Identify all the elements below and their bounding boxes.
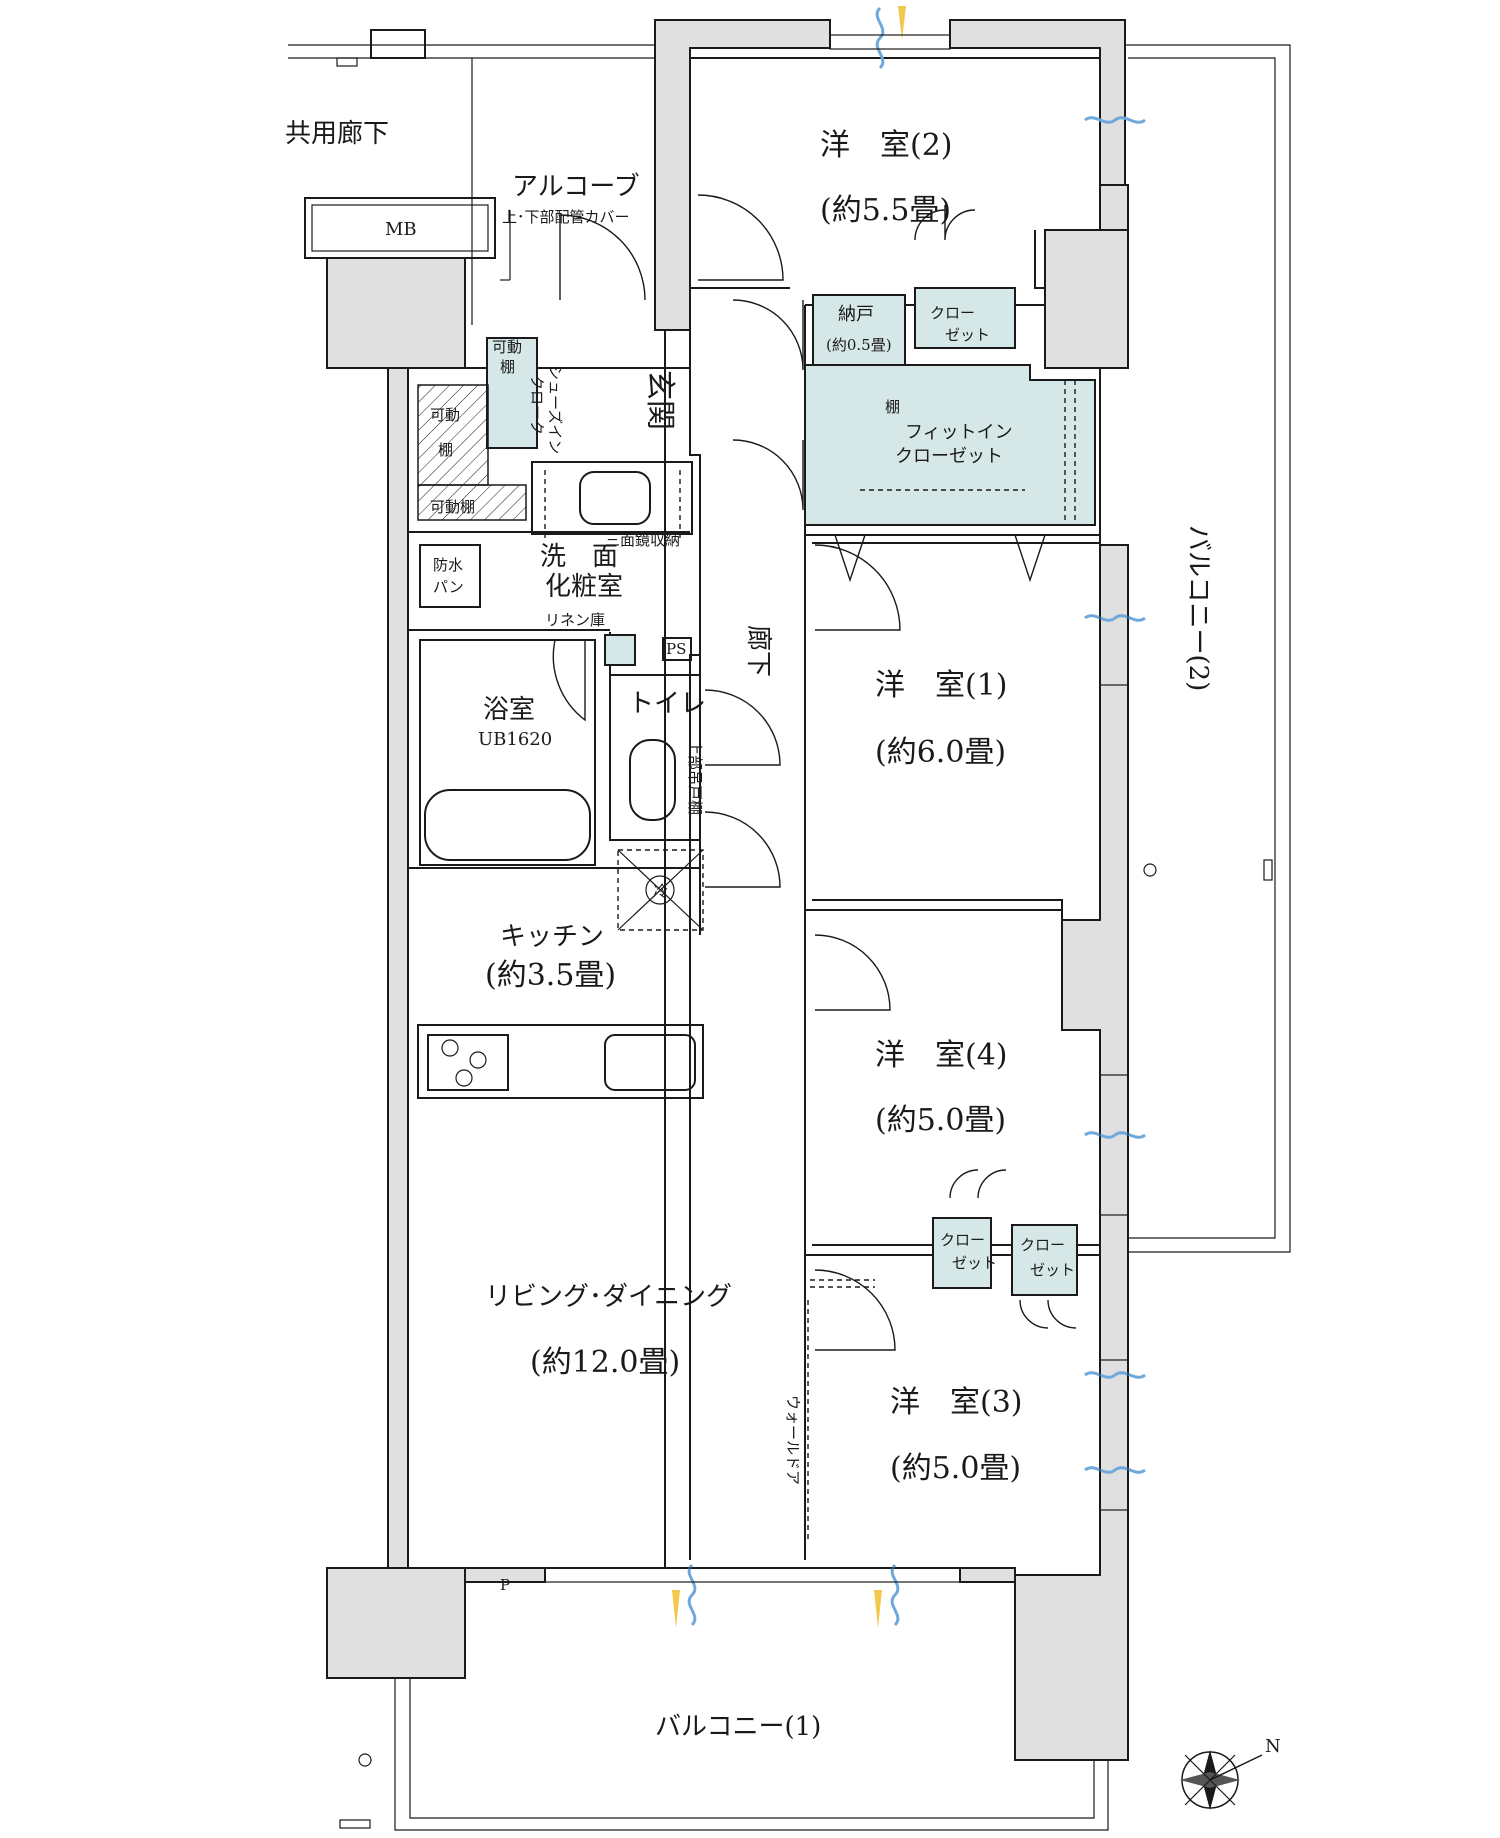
waterproof-1: 防水: [433, 556, 463, 574]
ps-label: PS: [666, 640, 686, 658]
kitchen-name: キッチン: [500, 922, 604, 952]
western4-size: (約5.0畳): [875, 1103, 1006, 1138]
closet-right-1: クロー: [1020, 1236, 1065, 1254]
movable-shelf-bottom: 可動棚: [430, 498, 475, 516]
movable-shelf-left-1: 可動: [430, 406, 460, 424]
western2-size: (約5.5畳): [820, 193, 951, 228]
exterior-walls: [326, 19, 1129, 1761]
sunlight-marks: [672, 6, 906, 1628]
movable-shelf-left-2: 棚: [438, 441, 453, 459]
fitin-2: クローゼット: [895, 446, 1003, 467]
compass-icon: [1180, 1750, 1263, 1810]
shared-corridor-label: 共用廊下: [285, 119, 389, 149]
balcony1-label: バルコニー(1): [655, 1712, 821, 1742]
living-name: リビング･ダイニング: [485, 1282, 732, 1312]
north-label: N: [1265, 1736, 1281, 1757]
movable-shelf-top-1: 可動: [492, 338, 522, 356]
waterproof-2: パン: [433, 578, 464, 596]
mb-box: [304, 197, 496, 259]
fixtures: [417, 380, 1076, 1540]
misc-marks: [358, 637, 1157, 1767]
western1-name: 洋 室(1): [875, 668, 1008, 703]
movable-shelf-top-2: 棚: [500, 358, 515, 376]
mirror-storage-label: 三面鏡収納: [605, 531, 680, 549]
wash-2: 化粧室: [545, 572, 623, 602]
entrance-label: 玄関: [642, 370, 677, 430]
linen-label: リネン庫: [545, 611, 605, 629]
western1-size: (約6.0畳): [875, 735, 1006, 770]
western3-name: 洋 室(3): [890, 1385, 1023, 1420]
wall-door-label: ウォールドア: [784, 1395, 802, 1485]
living-size: (約12.0畳): [530, 1345, 680, 1380]
western4-name: 洋 室(4): [875, 1038, 1008, 1073]
shelf-label: 棚: [885, 398, 900, 416]
alcove-label: アルコーブ: [512, 172, 640, 202]
western2-name: 洋 室(2): [820, 128, 953, 163]
fitin-1: フィットイン: [905, 422, 1013, 443]
storage-name: 納戸: [838, 304, 874, 325]
wash-1: 洗 面: [540, 542, 618, 572]
shoes-in-1: シューズイン: [546, 365, 564, 454]
upper-cabinet-label: 上部吊戸棚: [686, 740, 704, 815]
corridor-label: 廊下: [743, 625, 773, 677]
storage-size: (約0.5畳): [826, 336, 892, 354]
closet-top-1: クロー: [930, 304, 975, 322]
pipe-cover-label: 上･下部配管カバー: [502, 208, 630, 226]
closet-right-2: ゼット: [1030, 1261, 1075, 1279]
bath-unit-label: UB1620: [478, 729, 552, 750]
western3-size: (約5.0畳): [890, 1451, 1021, 1486]
window-frames: [544, 34, 1129, 1583]
bath-label: 浴室: [483, 695, 535, 725]
closet-mid-1: クロー: [940, 1231, 985, 1249]
shared-corridor-lines: [288, 29, 660, 325]
mb-label: MB: [385, 219, 417, 240]
closet-mid-2: ゼット: [952, 1254, 997, 1272]
fridge-label: 冷: [653, 882, 668, 900]
closet-top-2: ゼット: [945, 326, 990, 344]
kitchen-size: (約3.5畳): [485, 958, 616, 993]
p-mark: P: [500, 1576, 510, 1594]
movable-shelf-hatch: [417, 384, 527, 521]
window-marks: [687, 6, 1146, 1627]
interior-walls: [408, 57, 1100, 1569]
doors: [552, 194, 1077, 1351]
storage-areas: [486, 287, 1096, 1296]
balcony2-label: バルコニー(2): [1183, 525, 1213, 691]
labels: 共用廊下 アルコーブ 上･下部配管カバー MB 洋 室(2) (約5.5畳) 納…: [285, 119, 1281, 1757]
toilet-label: トイレ: [628, 689, 706, 719]
shoes-in-2: クローク: [528, 375, 546, 435]
